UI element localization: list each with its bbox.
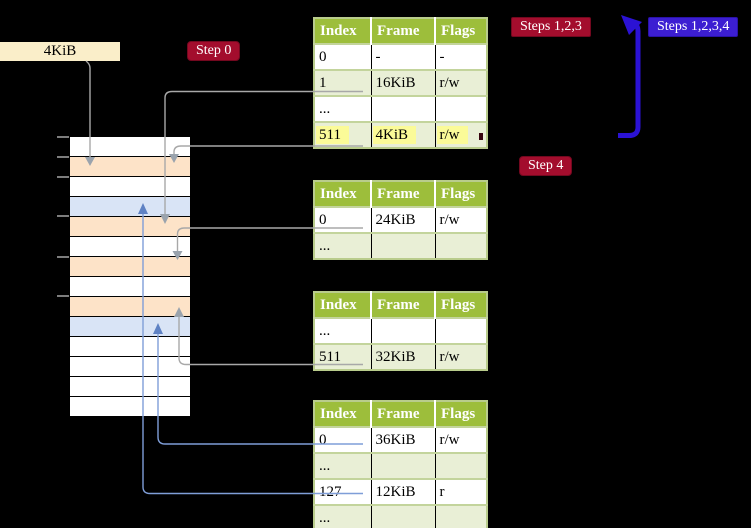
column-header-flags: Flags bbox=[435, 18, 487, 44]
table-cell: 24KiB bbox=[371, 206, 436, 233]
column-header-flags: Flags bbox=[435, 401, 487, 427]
physical-memory-column bbox=[70, 137, 190, 417]
table-cell: 12KiB bbox=[371, 478, 436, 505]
table-row: ... bbox=[314, 95, 487, 122]
column-header-frame: Frame bbox=[371, 401, 436, 427]
table-cell: 511 bbox=[314, 121, 372, 148]
table-cell: r/w bbox=[435, 121, 487, 148]
table-cell: ... bbox=[314, 452, 372, 479]
table-cell: ... bbox=[314, 317, 372, 344]
memory-row-data bbox=[70, 317, 190, 337]
table-cell: ... bbox=[314, 504, 372, 528]
table-cell: 511 bbox=[314, 343, 372, 370]
table-cell: - bbox=[371, 43, 436, 70]
table-cell: 1 bbox=[314, 69, 372, 96]
memory-tick bbox=[57, 256, 69, 258]
column-header-frame: Frame bbox=[371, 181, 436, 207]
column-header-frame: Frame bbox=[371, 292, 436, 318]
memory-row-free bbox=[70, 237, 190, 257]
table-cell: r/w bbox=[435, 426, 487, 453]
steps-loop-arrow bbox=[618, 15, 642, 138]
table-cell: ... bbox=[314, 95, 372, 122]
table-cell bbox=[371, 504, 436, 528]
highlighted-value: r/w bbox=[436, 125, 468, 144]
column-header-flags: Flags bbox=[435, 292, 487, 318]
memory-row-data bbox=[70, 197, 190, 217]
column-header-index: Index bbox=[314, 292, 372, 318]
memory-tick bbox=[57, 156, 69, 158]
table-cell bbox=[435, 452, 487, 479]
table-cell: r bbox=[435, 478, 487, 505]
table-cell bbox=[371, 95, 436, 122]
column-header-flags: Flags bbox=[435, 181, 487, 207]
memory-row-free bbox=[70, 397, 190, 417]
table-row: ... bbox=[314, 232, 487, 259]
step-4-badge: Step 4 bbox=[519, 156, 573, 176]
table-cell: 36KiB bbox=[371, 426, 436, 453]
table-cell bbox=[371, 452, 436, 479]
memory-row-pagetable bbox=[70, 297, 190, 317]
memory-row-free bbox=[70, 137, 190, 157]
table-cell: ... bbox=[314, 232, 372, 259]
table-row: ... bbox=[314, 452, 487, 479]
table-row: 0-- bbox=[314, 43, 487, 70]
steps-1234-badge: Steps 1,2,3,4 bbox=[648, 17, 739, 37]
memory-row-free bbox=[70, 177, 190, 197]
step-0-badge: Step 0 bbox=[187, 41, 241, 61]
table-cell bbox=[435, 232, 487, 259]
table-cell bbox=[371, 317, 436, 344]
table-cell: 0 bbox=[314, 206, 372, 233]
memory-row-pagetable bbox=[70, 257, 190, 277]
table-cell bbox=[371, 232, 436, 259]
table-cell: - bbox=[435, 43, 487, 70]
memory-row-free bbox=[70, 377, 190, 397]
table-row: ... bbox=[314, 504, 487, 528]
column-header-index: Index bbox=[314, 401, 372, 427]
memory-row-pagetable bbox=[70, 217, 190, 237]
table-cell: r/w bbox=[435, 206, 487, 233]
memory-row-free bbox=[70, 357, 190, 377]
table-cell bbox=[435, 317, 487, 344]
memory-tick bbox=[57, 215, 69, 217]
highlighted-value: 4KiB bbox=[372, 125, 417, 144]
highlighted-value: 511 bbox=[316, 125, 349, 144]
memory-row-free bbox=[70, 277, 190, 297]
column-header-index: Index bbox=[314, 18, 372, 44]
frame-size-label: 4KiB bbox=[0, 42, 120, 61]
table-cell: 127 bbox=[314, 478, 372, 505]
table-cell: r/w bbox=[435, 343, 487, 370]
table-cell bbox=[435, 95, 487, 122]
memory-row-pagetable bbox=[70, 157, 190, 177]
table-cell: 0 bbox=[314, 43, 372, 70]
table-cell bbox=[435, 504, 487, 528]
table-row: 511 4KiB r/w bbox=[314, 121, 487, 148]
table-row: ... bbox=[314, 317, 487, 344]
table-cell: 4KiB bbox=[371, 121, 436, 148]
memory-row-free bbox=[70, 337, 190, 357]
memory-tick bbox=[57, 295, 69, 297]
table-cell: 32KiB bbox=[371, 343, 436, 370]
table-cell: 16KiB bbox=[371, 69, 436, 96]
column-header-index: Index bbox=[314, 181, 372, 207]
memory-tick bbox=[57, 136, 69, 138]
column-header-frame: Frame bbox=[371, 18, 436, 44]
steps-123-badge: Steps 1,2,3 bbox=[511, 17, 591, 37]
table-cell: 0 bbox=[314, 426, 372, 453]
table-cell: r/w bbox=[435, 69, 487, 96]
memory-tick bbox=[57, 176, 69, 178]
